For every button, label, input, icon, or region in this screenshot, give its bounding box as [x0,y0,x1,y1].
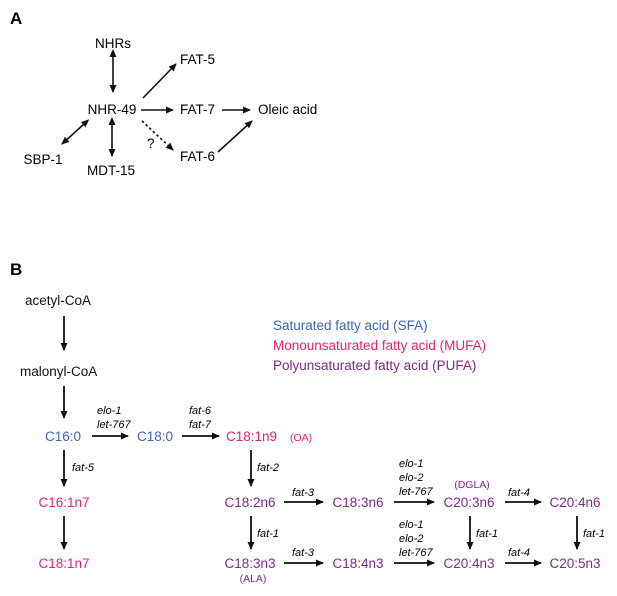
enzyme-fat-3-top: fat-3 [292,487,315,499]
legend-sfa: Saturated fatty acid (SFA) [273,318,428,333]
enzyme-fat-3-bottom: fat-3 [292,547,315,559]
node-fat-5: FAT-5 [180,52,215,67]
node-fat-7: FAT-7 [180,102,215,117]
node-c16-0: C16:0 [45,429,81,444]
enzyme-fat-1-mid: fat-1 [476,528,498,540]
enzyme-fat-1-right: fat-1 [583,528,605,540]
enzyme-fat-4-top: fat-4 [508,487,530,499]
enzyme-let-767-c: let-767 [399,547,434,559]
node-oleic-acid: Oleic acid [258,102,317,117]
enzyme-elo-2-b: elo-2 [399,472,423,484]
enzyme-fat-7: fat-7 [189,419,212,431]
node-mdt-15: MDT-15 [87,163,135,178]
arrow-nhr49-fat5 [142,63,177,99]
node-c18-0: C18:0 [137,429,173,444]
arrow-nhr49-sbp1 [61,119,90,145]
node-c18-1n9: C18:1n9 [226,429,277,444]
enzyme-elo-1-c: elo-1 [399,519,423,531]
panel-b-label: B [10,260,22,279]
node-c20-3n6: C20:3n6 [443,495,494,510]
question-mark: ? [147,136,155,151]
legend-pufa: Polyunsaturated fatty acid (PUFA) [273,358,476,373]
enzyme-fat-1-left: fat-1 [257,528,279,540]
enzyme-fat-4-bottom: fat-4 [508,547,530,559]
node-c18-3n3: C18:3n3 [224,556,275,571]
enzyme-fat-5: fat-5 [72,462,95,474]
node-fat-6: FAT-6 [180,149,215,164]
node-c20-4n6: C20:4n6 [549,495,600,510]
arrow-nhr49-fat6-dotted [141,120,174,151]
enzyme-fat-6: fat-6 [189,405,212,417]
enzyme-elo-1-b: elo-1 [399,458,423,470]
node-c18-4n3: C18:4n3 [332,556,383,571]
node-acetyl-coa: acetyl-CoA [25,293,91,308]
node-c18-1n7: C18:1n7 [38,556,89,571]
enzyme-elo-2-c: elo-2 [399,533,423,545]
enzyme-fat-2: fat-2 [257,462,279,474]
node-nhr-49: NHR-49 [88,102,137,117]
label-dgla: (DGLA) [454,479,490,491]
panel-a-label: A [10,9,22,28]
legend-mufa: Monounsaturated fatty acid (MUFA) [273,338,486,353]
label-oa: (OA) [290,432,312,444]
node-c16-1n7: C16:1n7 [38,495,89,510]
enzyme-let-767: let-767 [97,419,132,431]
enzyme-let-767-b: let-767 [399,486,434,498]
label-ala: (ALA) [240,573,267,585]
arrow-fat6-oleic [217,120,253,153]
node-c20-4n3: C20:4n3 [443,556,494,571]
node-malonyl-coa: malonyl-CoA [20,364,97,379]
node-sbp-1: SBP-1 [23,152,62,167]
node-nhrs: NHRs [95,36,131,51]
node-c18-2n6: C18:2n6 [224,495,275,510]
node-c18-3n6: C18:3n6 [332,495,383,510]
enzyme-elo-1: elo-1 [97,405,121,417]
node-c20-5n3: C20:5n3 [549,556,600,571]
